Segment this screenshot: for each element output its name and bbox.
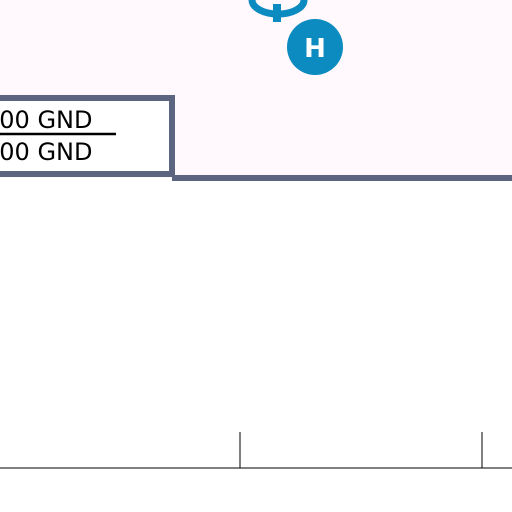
helipad-label: H [304,34,326,64]
airspace-lower-limit: 000 GND [0,138,92,166]
scale-bar [0,432,512,469]
facility-marker-partial [248,0,308,22]
airspace-upper-limit: 500 GND [0,106,92,134]
airspace-label-box: 500 GND 000 GND [0,95,175,177]
helipad-icon: H [287,19,343,75]
